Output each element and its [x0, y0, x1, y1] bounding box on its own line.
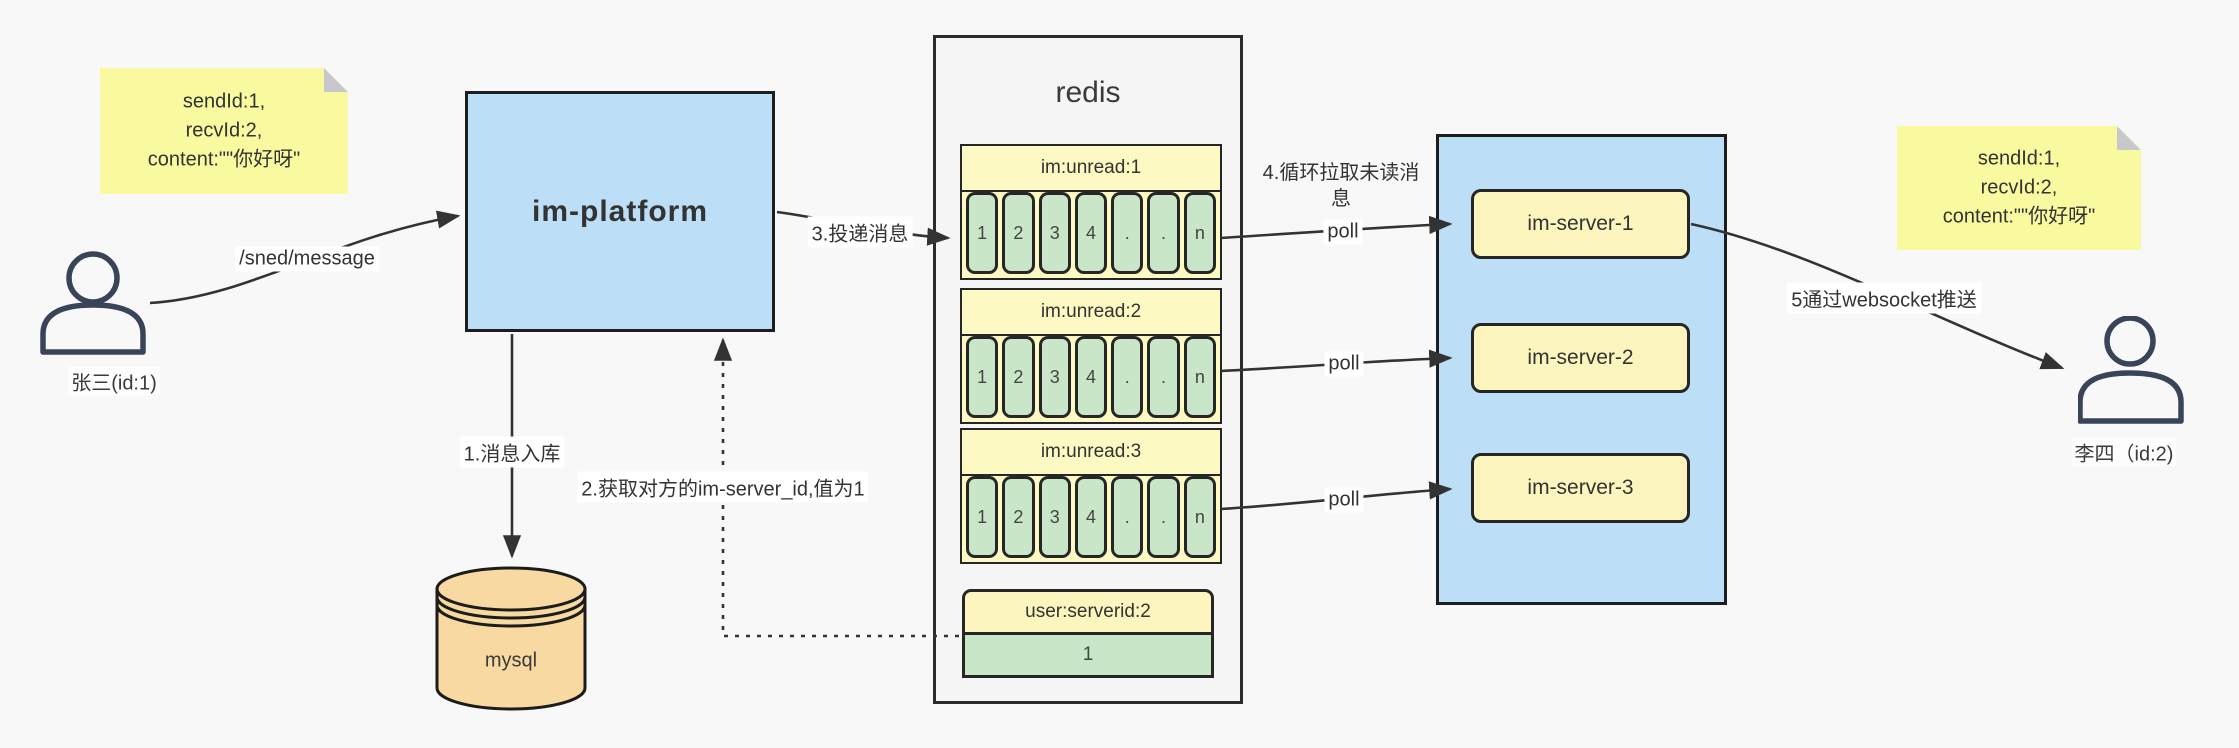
queue-cell: 1 [966, 476, 999, 558]
user-serverid-header: user:serverid:2 [962, 589, 1214, 635]
label-send-message: /sned/message [235, 246, 379, 272]
queue-cell: 3 [1038, 336, 1071, 418]
label-step2: 2.获取对方的im-server_id,值为1 [577, 471, 869, 503]
sticky-note-line: sendId:1, [1977, 147, 2061, 170]
label-poll-1: poll [1323, 219, 1363, 245]
queue-cell: . [1147, 476, 1180, 558]
sticky-note-line: content:""你好呀" [1942, 205, 2096, 228]
queue-cell: . [1111, 192, 1144, 274]
queue-cell: 1 [966, 192, 999, 274]
queue-cell: n [1183, 336, 1216, 418]
im-platform-label: im-platform [532, 194, 708, 228]
sticky-note-right: sendId:1, recvId:2, content:""你好呀" [1897, 126, 2141, 250]
queue-cell: 3 [1038, 192, 1071, 274]
unread-queue-1: im:unread:1 1 2 3 4 . . n [960, 144, 1222, 280]
redis-container: redis im:unread:1 1 2 3 4 . . n im:unrea… [933, 35, 1243, 704]
queue-cell: . [1147, 336, 1180, 418]
user-serverid-value: 1 [962, 635, 1214, 678]
queue-cell: 4 [1074, 476, 1108, 558]
queue-cell: 4 [1074, 336, 1108, 418]
sticky-note-line: content:""你好呀" [147, 148, 301, 171]
label-step1: 1.消息入库 [459, 436, 565, 468]
receiver-person-icon [2077, 315, 2186, 431]
im-platform-node: im-platform [465, 91, 775, 332]
queue-cell: 3 [1038, 476, 1071, 558]
sender-person-icon [40, 250, 152, 363]
sticky-note-line: sendId:1, [182, 90, 266, 113]
label-step4: 4.循环拉取未读消息 [1262, 162, 1420, 210]
im-server-cluster: im-server-1 im-server-2 im-server-3 [1436, 134, 1727, 605]
label-step5: 5通过websocket推送 [1787, 282, 1981, 314]
queue-cell: . [1111, 476, 1144, 558]
queue-cell: 2 [1002, 192, 1035, 274]
receiver-label: 李四（id:2) [2071, 437, 2177, 467]
queue-cell: . [1111, 336, 1144, 418]
queue-cell: . [1147, 192, 1180, 274]
sender-label: 张三(id:1) [68, 366, 160, 396]
redis-title: redis [1055, 76, 1121, 109]
im-server-2-node: im-server-2 [1471, 323, 1690, 393]
queue-cell: 4 [1074, 192, 1108, 274]
queue-header: im:unread:2 [962, 290, 1220, 336]
label-poll-2: poll [1324, 351, 1364, 377]
sticky-note-line: recvId:2, [185, 119, 263, 142]
queue-cell: n [1183, 192, 1216, 274]
mysql-label: mysql [484, 649, 538, 672]
unread-queue-3: im:unread:3 1 2 3 4 . . n [960, 428, 1222, 564]
label-poll-3: poll [1324, 487, 1364, 513]
user-serverid-node: user:serverid:2 1 [962, 589, 1214, 678]
queue-cell: 2 [1002, 336, 1035, 418]
mysql-cylinder-icon [433, 564, 589, 719]
im-server-3-node: im-server-3 [1471, 453, 1690, 523]
im-server-1-node: im-server-1 [1471, 189, 1690, 259]
unread-queue-2: im:unread:2 1 2 3 4 . . n [960, 288, 1222, 424]
queue-cell: n [1183, 476, 1216, 558]
queue-header: im:unread:3 [962, 430, 1220, 476]
queue-header: im:unread:1 [962, 146, 1220, 192]
label-step3: 3.投递消息 [807, 216, 913, 248]
sticky-note-left: sendId:1, recvId:2, content:""你好呀" [100, 68, 348, 194]
sticky-note-line: recvId:2, [1980, 176, 2058, 199]
queue-cell: 1 [966, 336, 999, 418]
queue-cell: 2 [1002, 476, 1035, 558]
